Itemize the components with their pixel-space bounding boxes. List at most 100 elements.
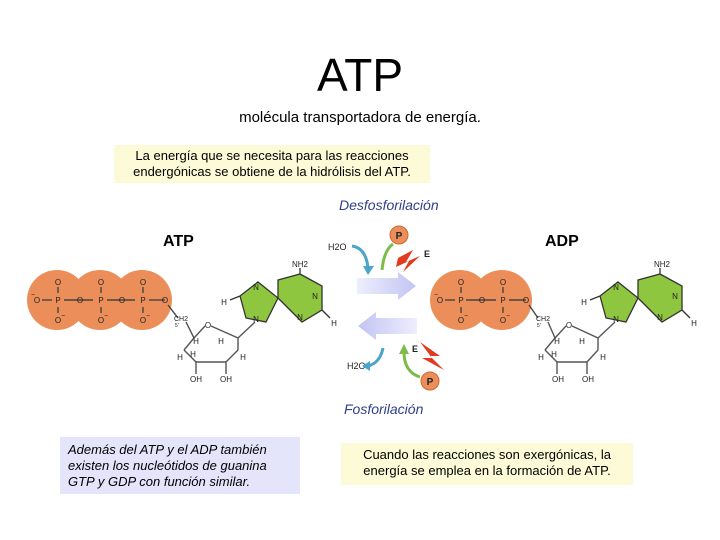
adenine-base: NH2 N N N N H H [581, 260, 697, 328]
note-line: endergónicas se obtiene de la hidrólisis… [133, 164, 411, 179]
atom-o: O [458, 316, 464, 325]
water-bottom: H2O [347, 361, 366, 371]
atom-o: O [205, 321, 211, 330]
diphosphate-group: O − P O P O O O O − O − [430, 270, 539, 330]
atp-label: ATP [163, 233, 194, 250]
adenine-pentagon [240, 282, 278, 322]
energy-absorbed-icon [420, 342, 444, 370]
atom-o: O [437, 296, 443, 305]
phosphate-added-icon [420, 371, 440, 391]
atom-o: O [500, 278, 506, 287]
atom-o: O [479, 296, 485, 305]
phosphate-circle [430, 270, 490, 330]
charge: − [31, 292, 35, 299]
atom-h: H [221, 298, 227, 307]
phosphate-in-arrow [402, 351, 421, 379]
phosphate-circle [27, 270, 87, 330]
adenine-hexagon [278, 274, 322, 322]
hydrolysis-note: La energía que se necesita para las reac… [114, 145, 430, 183]
atom-p: P [55, 296, 60, 305]
phosphate-letter: P [427, 377, 434, 388]
atp-molecule: O − P O P O P O O O O O − O − O − CH2 5' [27, 260, 337, 384]
note-line: GTP y GDP con función similar. [68, 474, 251, 489]
energy-released-icon [396, 250, 420, 272]
atom-p: P [140, 296, 145, 305]
ribose-ring: CH2 5' O H H H H H [174, 316, 256, 384]
atom-n: N [657, 313, 663, 322]
atom-o: O [140, 278, 146, 287]
adenine-hexagon [638, 274, 682, 322]
charge: − [61, 313, 65, 320]
water-in-arrow [351, 244, 370, 269]
atom-o: O [98, 316, 104, 325]
atom-h: H [579, 337, 585, 346]
adp-label: ADP [545, 233, 579, 250]
note-line: La energía que se necesita para las reac… [135, 148, 409, 163]
atom-o: O [140, 316, 146, 325]
hydroxyl: OH [190, 375, 202, 384]
charge: − [104, 313, 108, 320]
carbon-index: 5' [175, 323, 179, 329]
forward-arrow [357, 272, 416, 300]
atom-h: H [691, 319, 697, 328]
note-line: Además del ATP y el ADP también [68, 442, 267, 457]
note-line: energía se emplea en la formación de ATP… [363, 463, 611, 478]
atom-p: P [98, 296, 103, 305]
nucleotides-note: Además del ATP y el ADP también existen … [60, 437, 300, 494]
triphosphate-group: O − P O P O P O O O O O − O − O − [27, 270, 179, 330]
atom-ch2: CH2 [174, 316, 188, 323]
charge: − [434, 292, 438, 299]
exergonic-note: Cuando las reacciones son exergónicas, l… [341, 443, 633, 485]
phosphate-released-icon [389, 225, 409, 245]
adenine-base: NH2 N N N N H H [221, 260, 337, 328]
atom-o: O [162, 296, 168, 305]
atom-h: H [193, 337, 199, 346]
reverse-arrow [358, 312, 417, 340]
atom-n: N [613, 283, 619, 292]
adp-molecule: O − P O P O O O O − O − CH2 5' [430, 260, 697, 384]
atom-h: H [538, 353, 544, 362]
water-top: H2O [328, 242, 347, 252]
phosphate-circle [472, 270, 532, 330]
atom-h: H [177, 353, 183, 362]
atom-n: N [253, 315, 259, 324]
phosphate-letter: P [396, 231, 403, 242]
atom-o: O [34, 296, 40, 305]
atom-o: O [458, 278, 464, 287]
atom-o: O [55, 278, 61, 287]
phosphorylation-label: Fosforilación [344, 401, 424, 417]
atom-ch2: CH2 [536, 316, 550, 323]
amino-group: NH2 [654, 260, 671, 269]
note-line: Cuando las reacciones son exergónicas, l… [363, 447, 611, 462]
amino-group: NH2 [292, 260, 309, 269]
hydroxyl: OH [552, 375, 564, 384]
page-title: ATP [316, 49, 404, 101]
atom-o: O [77, 296, 83, 305]
adenine-pentagon [600, 282, 638, 322]
atom-o: O [566, 321, 572, 330]
charge: − [146, 313, 150, 320]
hydroxyl: OH [220, 375, 232, 384]
atom-n: N [672, 292, 678, 301]
atom-o: O [98, 278, 104, 287]
atom-n: N [312, 292, 318, 301]
ribose-ring: CH2 5' O H H H H H [536, 316, 616, 384]
atom-h: H [331, 319, 337, 328]
atom-p: P [500, 296, 505, 305]
atom-o: O [119, 296, 125, 305]
atom-n: N [253, 283, 259, 292]
atom-p: P [458, 296, 463, 305]
atom-o: O [500, 316, 506, 325]
atom-o: O [523, 296, 529, 305]
carbon-index: 5' [537, 323, 541, 329]
atom-n: N [297, 313, 303, 322]
atom-h: H [240, 353, 246, 362]
page-subtitle: molécula transportadora de energía. [239, 109, 481, 126]
charge: − [506, 313, 510, 320]
atom-h: H [600, 353, 606, 362]
atom-h: H [554, 337, 560, 346]
hydroxyl: OH [582, 375, 594, 384]
phosphate-circle [112, 270, 172, 330]
phosphate-circle [70, 270, 130, 330]
energy-letter: E [424, 249, 430, 259]
